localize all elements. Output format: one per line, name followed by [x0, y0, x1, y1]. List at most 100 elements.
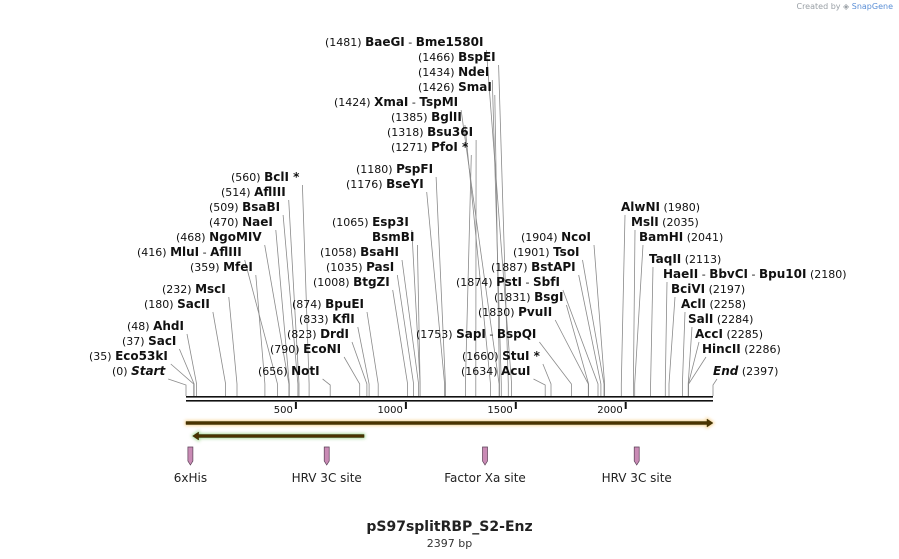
site-position: (0)	[112, 365, 131, 378]
site-label[interactable]: (874) BpuEI	[292, 297, 364, 311]
site-label[interactable]: (514) AflIII	[221, 185, 286, 199]
site-label[interactable]: (180) SacII	[144, 297, 210, 311]
site-label[interactable]: (1466) BspEI	[418, 50, 496, 64]
site-connector-line	[633, 229, 636, 396]
site-label[interactable]: (1904) NcoI	[521, 230, 591, 244]
site-position: (2397)	[738, 365, 778, 378]
site-label[interactable]: (1434) NdeI	[418, 65, 489, 79]
site-label[interactable]: (468) NgoMIV	[176, 230, 262, 244]
site-label[interactable]: (1634) AcuI	[461, 364, 531, 378]
enzyme-name: PvuII	[518, 305, 552, 319]
site-label[interactable]: (1901) TsoI	[513, 245, 580, 259]
site-label[interactable]: BciVI (2197)	[671, 282, 745, 296]
site-label[interactable]: (232) MscI	[162, 282, 226, 296]
snapgene-logo-icon: ◈	[843, 2, 850, 11]
enzyme-name: SalI	[688, 312, 713, 326]
site-connector-line	[562, 289, 599, 396]
site-label[interactable]: (35) Eco53kI	[89, 349, 168, 363]
restriction-site: (1008) BtgZI	[313, 275, 390, 289]
site-label[interactable]: (359) MfeI	[190, 260, 253, 274]
restriction-site: (1634) AcuI	[461, 364, 531, 378]
site-label[interactable]: (1058) BsaHI	[320, 245, 399, 259]
feature-marker[interactable]	[482, 446, 488, 466]
site-label[interactable]: (1426) SmaI	[418, 80, 492, 94]
site-label[interactable]: (656) NotI	[258, 364, 320, 378]
restriction-site: (790) EcoNI	[270, 342, 341, 356]
site-label[interactable]: (823) DrdI	[287, 327, 349, 341]
site-label[interactable]: (1753) SapI - BspQI	[416, 327, 536, 341]
site-position: (1831)	[494, 291, 534, 304]
site-position: (1887)	[491, 261, 531, 274]
site-label[interactable]: SalI (2284)	[688, 312, 753, 326]
ruler-tick	[624, 402, 627, 409]
site-position: (1385)	[391, 111, 431, 124]
site-connector-line	[435, 176, 446, 396]
site-label[interactable]: (470) NaeI	[209, 215, 273, 229]
site-connector-line	[542, 363, 552, 396]
restriction-site: (1831) BsgI	[494, 290, 563, 304]
enzyme-name: BspEI	[458, 50, 496, 64]
enzyme-name: BstAPI	[531, 260, 576, 274]
restriction-site: (1035) PasI	[326, 260, 394, 274]
site-label[interactable]: (0) Start	[112, 364, 166, 378]
site-label[interactable]: MslI (2035)	[631, 215, 699, 229]
site-label[interactable]: (790) EcoNI	[270, 342, 341, 356]
site-position: (2041)	[683, 231, 723, 244]
restriction-site: (37) SacI	[122, 334, 176, 348]
restriction-site: (560) BclI *	[231, 170, 300, 184]
enzyme-name: XmaI	[374, 95, 408, 109]
site-label[interactable]: End (2397)	[713, 364, 778, 378]
site-separator: -	[522, 276, 533, 289]
site-label[interactable]: (1660) StuI *	[462, 349, 541, 363]
site-label[interactable]: HaeII - BbvCI - Bpu10I (2180)	[663, 267, 847, 281]
site-label[interactable]: TaqII (2113)	[649, 252, 721, 266]
enzyme-name: MslI	[631, 215, 659, 229]
site-position: (1830)	[478, 306, 518, 319]
site-label[interactable]: HincII (2286)	[702, 342, 781, 356]
site-label[interactable]: (1035) PasI	[326, 260, 394, 274]
site-position: (470)	[209, 216, 242, 229]
site-label[interactable]: (1180) PspFI	[356, 162, 433, 176]
restriction-site: (1904) NcoI	[521, 230, 591, 244]
site-label[interactable]: (1065) Esp3I	[332, 215, 409, 229]
site-label[interactable]: (1008) BtgZI	[313, 275, 390, 289]
site-position: (1035)	[326, 261, 366, 274]
feature-marker[interactable]	[323, 446, 330, 466]
site-position: (2258)	[706, 298, 746, 311]
forward-orf-arrow	[185, 417, 715, 429]
site-label[interactable]: (509) BsaBI	[209, 200, 280, 214]
site-label[interactable]: (1874) PstI - SbfI	[456, 275, 560, 289]
feature-marker[interactable]	[633, 446, 640, 466]
feature: HRV 3C site	[292, 446, 362, 485]
enzyme-name: BpuEI	[325, 297, 364, 311]
site-connector-line	[582, 259, 605, 396]
feature-marker[interactable]	[187, 446, 194, 466]
restriction-site: (1887) BstAPI	[491, 260, 576, 274]
site-label[interactable]: (1830) PvuII	[478, 305, 552, 319]
site-label[interactable]: (48) AhdI	[127, 319, 184, 333]
site-position: (1904)	[521, 231, 561, 244]
site-label[interactable]: (1271) PfoI *	[391, 140, 469, 154]
site-label[interactable]: (1424) XmaI - TspMI	[334, 95, 458, 109]
site-label[interactable]: (1176) BseYI	[346, 177, 424, 191]
site-label[interactable]: AclI (2258)	[681, 297, 746, 311]
site-label[interactable]: (37) SacI	[122, 334, 176, 348]
site-label[interactable]: (1887) BstAPI	[491, 260, 576, 274]
site-label[interactable]: (1318) Bsu36I	[387, 125, 473, 139]
site-label[interactable]: (833) KflI	[299, 312, 355, 326]
site-label[interactable]: AlwNI (1980)	[621, 200, 700, 214]
restriction-site: (1058) BsaHI	[320, 245, 399, 259]
site-label[interactable]: BamHI (2041)	[639, 230, 723, 244]
site-label[interactable]: AccI (2285)	[695, 327, 763, 341]
site-label[interactable]: (1481) BaeGI - Bme1580I	[325, 35, 483, 49]
enzyme-name: MluI	[170, 245, 199, 259]
site-label[interactable]: BsmBI	[372, 230, 414, 244]
enzyme-name: TsoI	[553, 245, 579, 259]
site-label[interactable]: (1385) BglII	[391, 110, 462, 124]
enzyme-labels: (1481) BaeGI - Bme1580I(1466) BspEI(1434…	[89, 35, 847, 378]
site-label[interactable]: (1831) BsgI	[494, 290, 563, 304]
site-label[interactable]: (560) BclI *	[231, 170, 300, 184]
site-label[interactable]: (416) MluI - AflIII	[137, 245, 242, 259]
enzyme-name: Bsu36I	[427, 125, 473, 139]
snapgene-credit: Created by ◈ SnapGene	[796, 2, 893, 11]
